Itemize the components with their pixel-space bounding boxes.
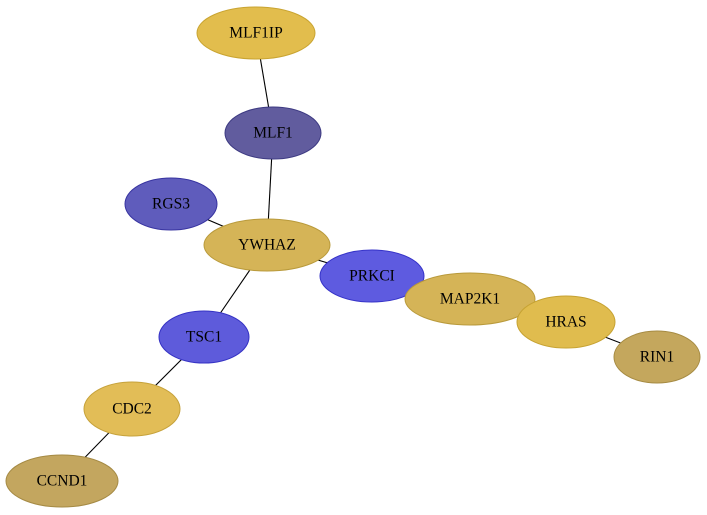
node-label: PRKCI: [349, 268, 395, 285]
node-prkci[interactable]: PRKCI: [319, 249, 425, 303]
node-map2k1[interactable]: MAP2K1: [404, 272, 536, 326]
node-ellipse: [404, 272, 536, 326]
node-label: HRAS: [545, 314, 586, 331]
node-ellipse: [224, 106, 322, 160]
node-label: MAP2K1: [440, 291, 500, 308]
node-rgs3[interactable]: RGS3: [124, 177, 218, 231]
node-ellipse: [5, 454, 119, 508]
node-ellipse: [516, 295, 616, 349]
node-mlf1ip[interactable]: MLF1IP: [196, 6, 316, 60]
node-mlf1[interactable]: MLF1: [224, 106, 322, 160]
node-ellipse: [203, 218, 331, 272]
node-label: CDC2: [112, 401, 152, 418]
node-ywhaz[interactable]: YWHAZ: [203, 218, 331, 272]
node-hras[interactable]: HRAS: [516, 295, 616, 349]
node-ellipse: [319, 249, 425, 303]
node-label: TSC1: [186, 329, 222, 346]
node-tsc1[interactable]: TSC1: [158, 310, 250, 364]
node-cdc2[interactable]: CDC2: [83, 381, 181, 437]
node-label: MLF1IP: [229, 25, 282, 42]
node-ellipse: [83, 381, 181, 437]
node-label: YWHAZ: [238, 237, 296, 254]
node-ccnd1[interactable]: CCND1: [5, 454, 119, 508]
node-label: MLF1: [253, 125, 293, 142]
node-ellipse: [196, 6, 316, 60]
node-ellipse: [158, 310, 250, 364]
node-label: RGS3: [152, 196, 190, 213]
node-ellipse: [124, 177, 218, 231]
node-rin1[interactable]: RIN1: [613, 330, 701, 384]
node-ellipse: [613, 330, 701, 384]
node-label: RIN1: [640, 349, 674, 366]
node-label: CCND1: [37, 473, 88, 490]
